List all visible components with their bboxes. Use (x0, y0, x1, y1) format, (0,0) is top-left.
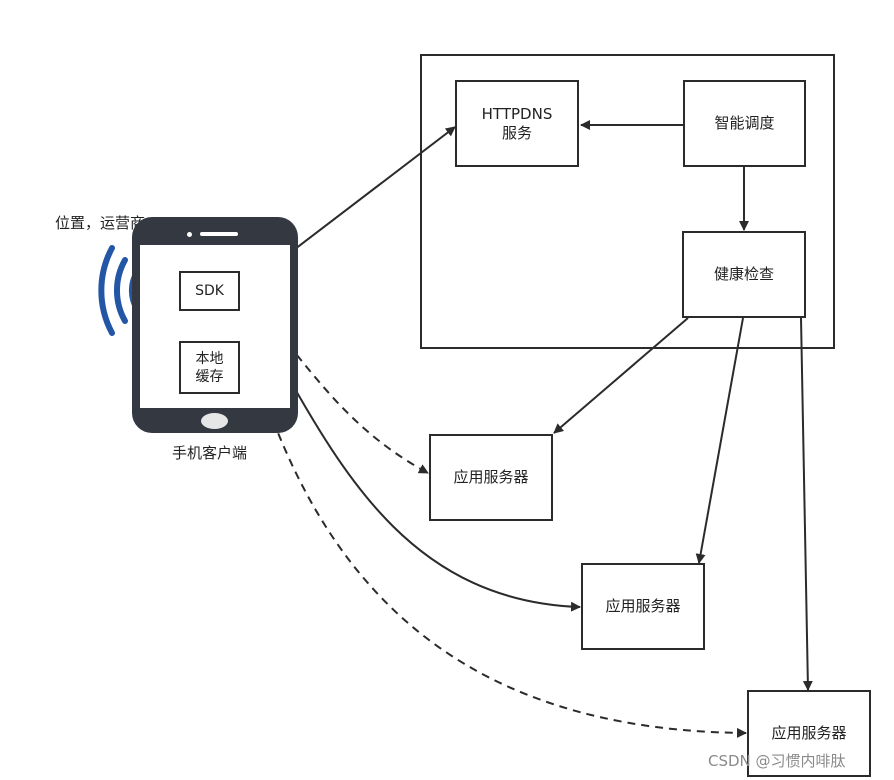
dns-service-group (420, 54, 835, 349)
signal-wave-outer (98, 245, 115, 336)
app-server-2: 应用服务器 (581, 563, 705, 650)
phone-speaker-icon (200, 232, 238, 236)
signal-wave-middle (113, 257, 128, 324)
httpdns-service-box: HTTPDNS 服务 (455, 80, 579, 167)
app-server-3: 应用服务器 (747, 690, 871, 777)
signal-label: 位置，运营商 (55, 214, 146, 232)
arrow-health-to-app-server-3 (800, 317, 813, 691)
smart-scheduler-box: 智能调度 (683, 80, 806, 167)
health-check-box: 健康检查 (682, 231, 806, 318)
phone-home-button-icon (201, 413, 228, 429)
phone-camera-icon (187, 232, 192, 237)
sdk-box: SDK (179, 271, 240, 311)
app-server-1: 应用服务器 (429, 434, 553, 521)
arrow-health-to-app-server-2 (695, 317, 744, 564)
phone-client-label: 手机客户端 (172, 444, 248, 462)
local-cache-box: 本地 缓存 (179, 341, 240, 394)
csdn-watermark: CSDN @习惯内啡肽 (708, 752, 846, 770)
arrow-health-to-app-server-1 (553, 317, 689, 434)
